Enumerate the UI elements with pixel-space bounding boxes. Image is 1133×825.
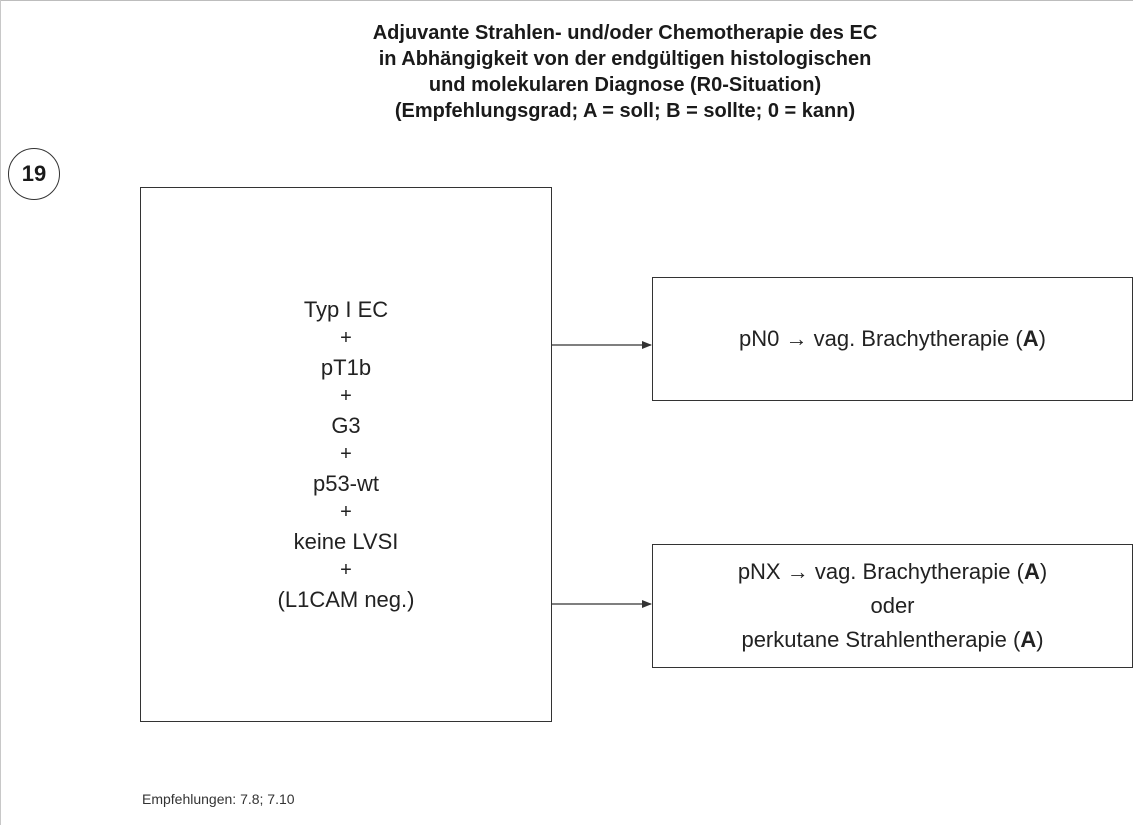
recommendations-footer: Empfehlungen: 7.8; 7.10 (142, 791, 295, 807)
outcome-pnx-box: pNX → vag. Brachytherapie (A) oder perku… (652, 544, 1133, 668)
grade-a: A (1023, 559, 1040, 584)
grade-a: A (1022, 326, 1039, 351)
left-border (0, 0, 1, 825)
title-line-1: Adjuvante Strahlen- und/oder Chemotherap… (372, 22, 878, 44)
plus-sign: + (340, 327, 352, 349)
criterion-grade: G3 (331, 413, 361, 438)
outcome-pnx-oder: oder (870, 593, 915, 618)
criterion-lvsi: keine LVSI (293, 529, 399, 554)
criterion-p53: p53-wt (312, 471, 380, 496)
plus-sign: + (340, 559, 352, 581)
criterion-type: Typ I EC (303, 297, 389, 322)
diagram-title: Adjuvante Strahlen- und/oder Chemotherap… (250, 20, 1000, 124)
title-line-2: in Abhängigkeit von der endgültigen hist… (378, 48, 872, 70)
outcome-pnx-line1: pNX → vag. Brachytherapie (A) (737, 559, 1048, 584)
step-number-badge: 19 (8, 148, 60, 200)
plus-sign: + (340, 443, 352, 465)
top-border (0, 0, 1133, 1)
outcome-pn0-text: pN0 → vag. Brachytherapie (A) (739, 326, 1046, 351)
criteria-box: Typ I EC + pT1b + G3 + p53-wt + keine LV… (140, 187, 552, 722)
plus-sign: + (340, 385, 352, 407)
title-line-3: und molekularen Diagnose (R0-Situation) (428, 74, 822, 96)
grade-a: A (1020, 627, 1037, 652)
outcome-pn0-box: pN0 → vag. Brachytherapie (A) (652, 277, 1133, 401)
outcome-pnx-line3: perkutane Strahlentherapie (A) (741, 627, 1044, 652)
criterion-l1cam: (L1CAM neg.) (277, 587, 415, 612)
criterion-stage: pT1b (320, 355, 372, 380)
title-line-4: (Empfehlungsgrad; A = soll; B = sollte; … (394, 100, 856, 122)
plus-sign: + (340, 501, 352, 523)
